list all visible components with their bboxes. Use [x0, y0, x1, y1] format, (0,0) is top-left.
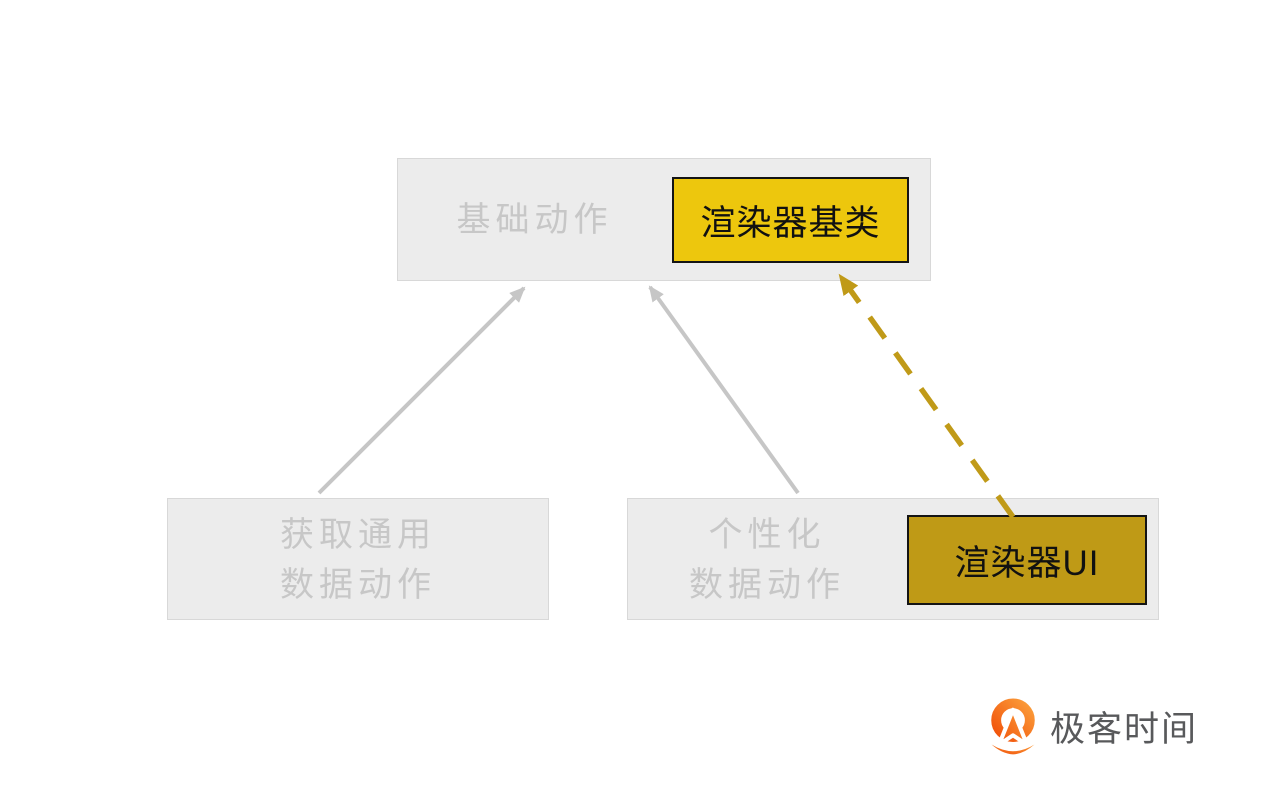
arrow-common-to-base: [317, 286, 526, 495]
base-actions-label: 基础动作: [456, 201, 613, 239]
personalized-data-actions-label: 个性化 数据动作: [627, 510, 907, 610]
common-data-actions-box: [167, 498, 549, 620]
renderer-base-class-label: 渲染器基类: [700, 203, 881, 243]
common-data-actions-line1: 获取通用: [280, 516, 436, 554]
common-data-actions-label: 获取通用 数据动作: [167, 510, 549, 610]
arrow-personalized-to-base: [648, 285, 800, 495]
renderer-base-class-box: 渲染器基类: [672, 177, 909, 263]
common-data-actions-line2: 数据动作: [280, 566, 436, 604]
renderer-ui-box: 渲染器UI: [907, 515, 1147, 605]
geektime-logo: 极客时间: [984, 694, 1198, 758]
personalized-data-actions-line2: 数据动作: [689, 566, 845, 604]
geektime-logo-text: 极客时间: [1050, 709, 1199, 749]
renderer-ui-label: 渲染器UI: [954, 543, 1100, 583]
personalized-data-actions-line1: 个性化: [708, 516, 826, 554]
arrow-renderer-ui-to-base-dashed: [838, 273, 1016, 519]
geektime-logo-icon: [991, 698, 1035, 755]
